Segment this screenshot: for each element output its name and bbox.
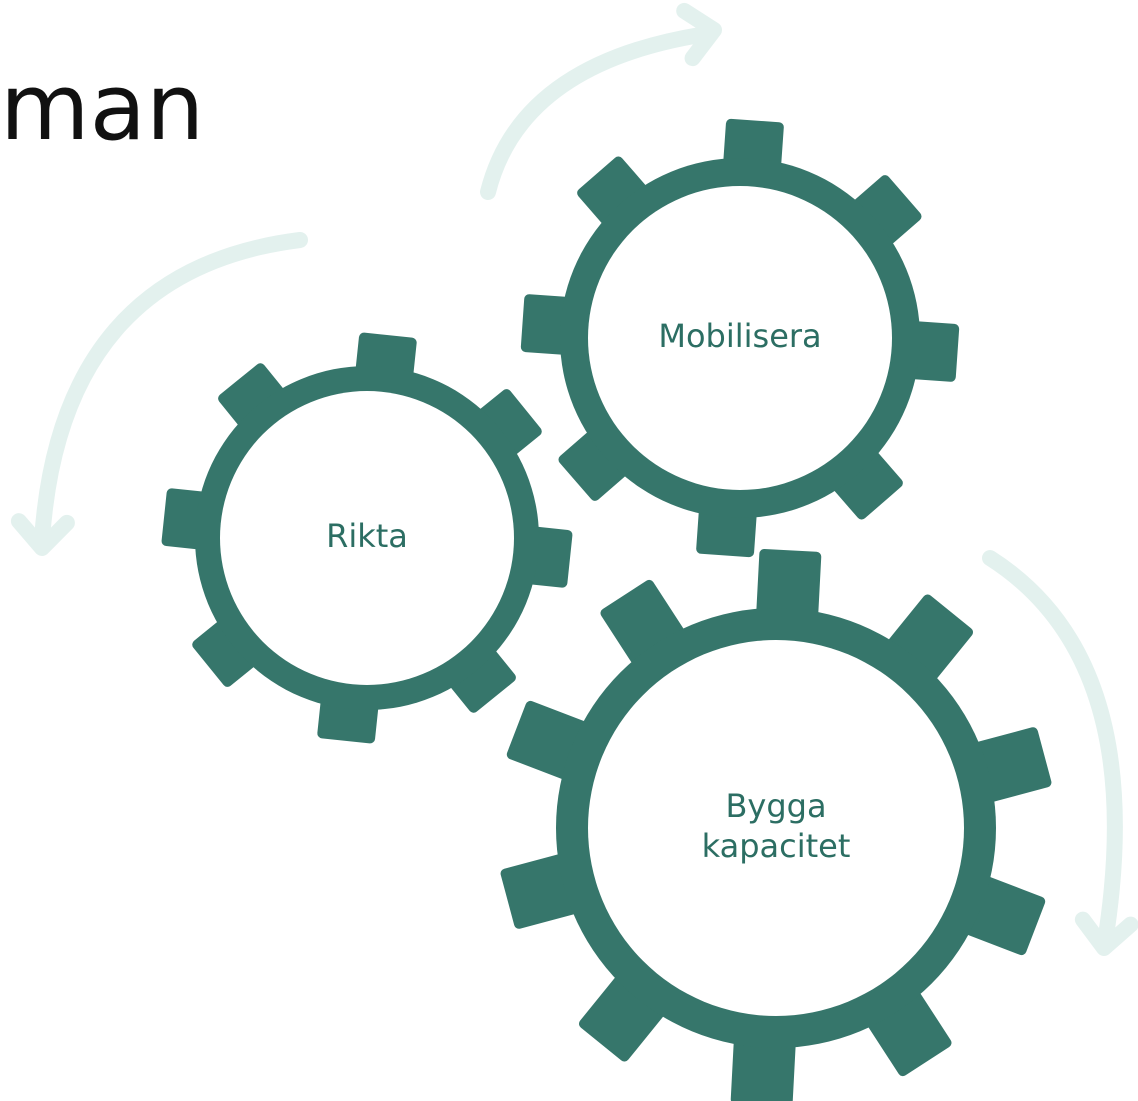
gear-rikta: Rikta [161,332,573,744]
gear-bygga-kapacitet-center [588,640,964,1016]
arrow-left-curved-head [10,513,75,556]
arrow-top-curved-head [676,2,722,67]
heading-text: man [0,54,205,161]
arrow-top-curved [480,2,722,200]
arrow-left-curved-shaft [34,232,308,548]
arrow-right-curved [982,550,1138,956]
arrow-right-curved-shaft [982,550,1123,950]
gear-rikta-label: Rikta [326,517,408,555]
gear-mobilisera-label: Mobilisera [658,317,821,355]
arrows-group [10,2,1138,956]
arrow-top-curved-shaft [480,27,708,200]
arrow-right-curved-head [1074,911,1138,956]
gear-mobilisera-center [588,186,892,490]
arrow-left-curved [10,232,308,556]
gear-mobilisera: Mobilisera [520,118,960,558]
gear-bygga-kapacitet-label: kapacitet [702,827,851,865]
gear-rikta-center [220,391,514,685]
gear-bygga-kapacitet-label: Bygga [725,787,826,825]
